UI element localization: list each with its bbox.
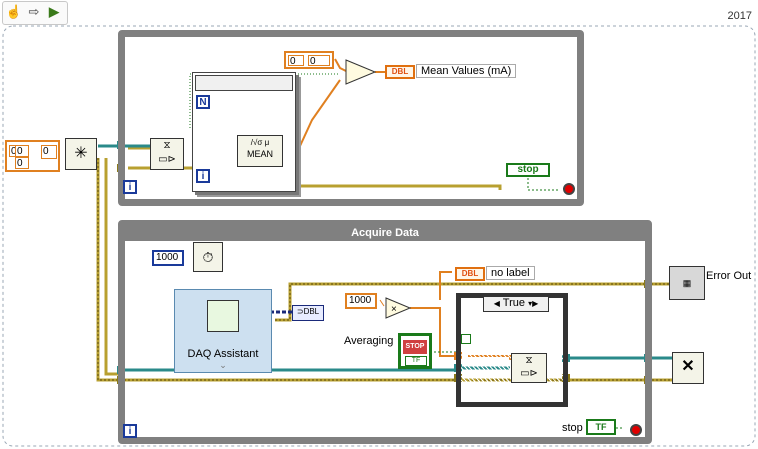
stop-bool-terminal: TF — [405, 356, 427, 366]
highlight-icon[interactable]: ▶ — [49, 4, 59, 19]
daq-icon — [207, 300, 239, 332]
build-array-node[interactable] — [345, 59, 377, 85]
hand-icon[interactable]: ☝ — [5, 4, 23, 19]
for-loop[interactable]: N i /√σ μ MEAN — [192, 72, 296, 192]
toolbar — [2, 1, 68, 25]
error-out-label: Error Out — [706, 270, 752, 282]
arrow-right-icon[interactable]: ⇨ — [28, 4, 40, 19]
mean-values-indicator[interactable]: DBL — [385, 65, 415, 79]
count-terminal: N — [196, 95, 210, 109]
case-structure[interactable]: ◀ True ▾▶ — [456, 293, 568, 407]
case-selector-value: True — [502, 297, 525, 309]
averaging-stop-button[interactable]: STOP TF — [398, 333, 432, 369]
case-selector[interactable]: ◀ True ▾▶ — [483, 296, 549, 312]
left-array-element-1[interactable]: 0 — [15, 157, 29, 169]
acquire-stop-terminal[interactable]: TF — [586, 419, 616, 435]
wait-constant[interactable]: 1000 — [152, 250, 184, 266]
case-selector-left-arrow[interactable]: ◀ — [493, 299, 500, 308]
acquire-loop-condition[interactable] — [630, 424, 642, 436]
enqueue-vi[interactable]: ⧖▭⊳ — [511, 353, 547, 383]
daq-expand-icon[interactable]: ⌄ — [219, 360, 227, 370]
wait-ms-vi[interactable]: ⏱ — [193, 242, 223, 272]
stop-button-face: STOP — [403, 340, 427, 354]
left-array-element-0[interactable]: 0 — [15, 145, 29, 157]
outer-frame — [2, 25, 756, 447]
mean-symbol: /√σ μ — [250, 138, 270, 147]
top-stop-terminal[interactable] — [563, 183, 575, 195]
top-array-constant[interactable]: 0 0 — [284, 51, 334, 69]
obtain-queue-vi[interactable]: ✳ — [65, 138, 97, 170]
array-index[interactable]: 0 — [288, 55, 304, 67]
mean-label: MEAN — [246, 149, 273, 159]
multiply-node[interactable] — [385, 297, 412, 319]
acquire-loop-title: Acquire Data — [125, 227, 645, 241]
for-iteration-terminal: i — [196, 169, 210, 183]
dequeue-vi[interactable]: ⧖▭⊳ — [150, 138, 184, 170]
daq-assistant[interactable]: DAQ Assistant ⌄ — [174, 289, 272, 373]
no-label-indicator[interactable]: DBL — [455, 267, 485, 281]
left-array-control[interactable]: 0 0 0 0 — [5, 140, 60, 172]
array-element[interactable]: 0 — [308, 55, 330, 67]
averaging-label: Averaging — [344, 335, 394, 347]
for-loop-header — [195, 75, 293, 91]
svg-text:×: × — [391, 304, 397, 315]
multiplier-constant[interactable]: 1000 — [345, 293, 377, 309]
no-label-label: no label — [486, 266, 535, 280]
top-while-loop[interactable] — [118, 30, 584, 206]
case-selector-dropdown-icon[interactable]: ▾▶ — [528, 299, 539, 308]
acquire-stop-label: stop — [562, 422, 583, 434]
acquire-iteration-terminal: i — [123, 424, 137, 438]
daq-label: DAQ Assistant — [187, 348, 259, 360]
version-label: 2017 — [727, 10, 752, 22]
release-queue-vi[interactable]: ✕ — [672, 352, 704, 384]
top-iteration-terminal: i — [123, 180, 137, 194]
case-selector-terminal — [461, 334, 471, 344]
convert-dynamic-icon[interactable]: ⊃DBL — [292, 305, 324, 321]
top-stop-control[interactable]: stop — [506, 163, 550, 177]
mean-vi[interactable]: /√σ μ MEAN — [237, 135, 283, 167]
mean-values-label: Mean Values (mA) — [416, 64, 517, 78]
error-out-indicator[interactable]: ▦ — [669, 266, 705, 300]
left-index[interactable]: 0 — [41, 145, 57, 159]
acquire-while-loop[interactable]: Acquire Data — [118, 220, 652, 444]
